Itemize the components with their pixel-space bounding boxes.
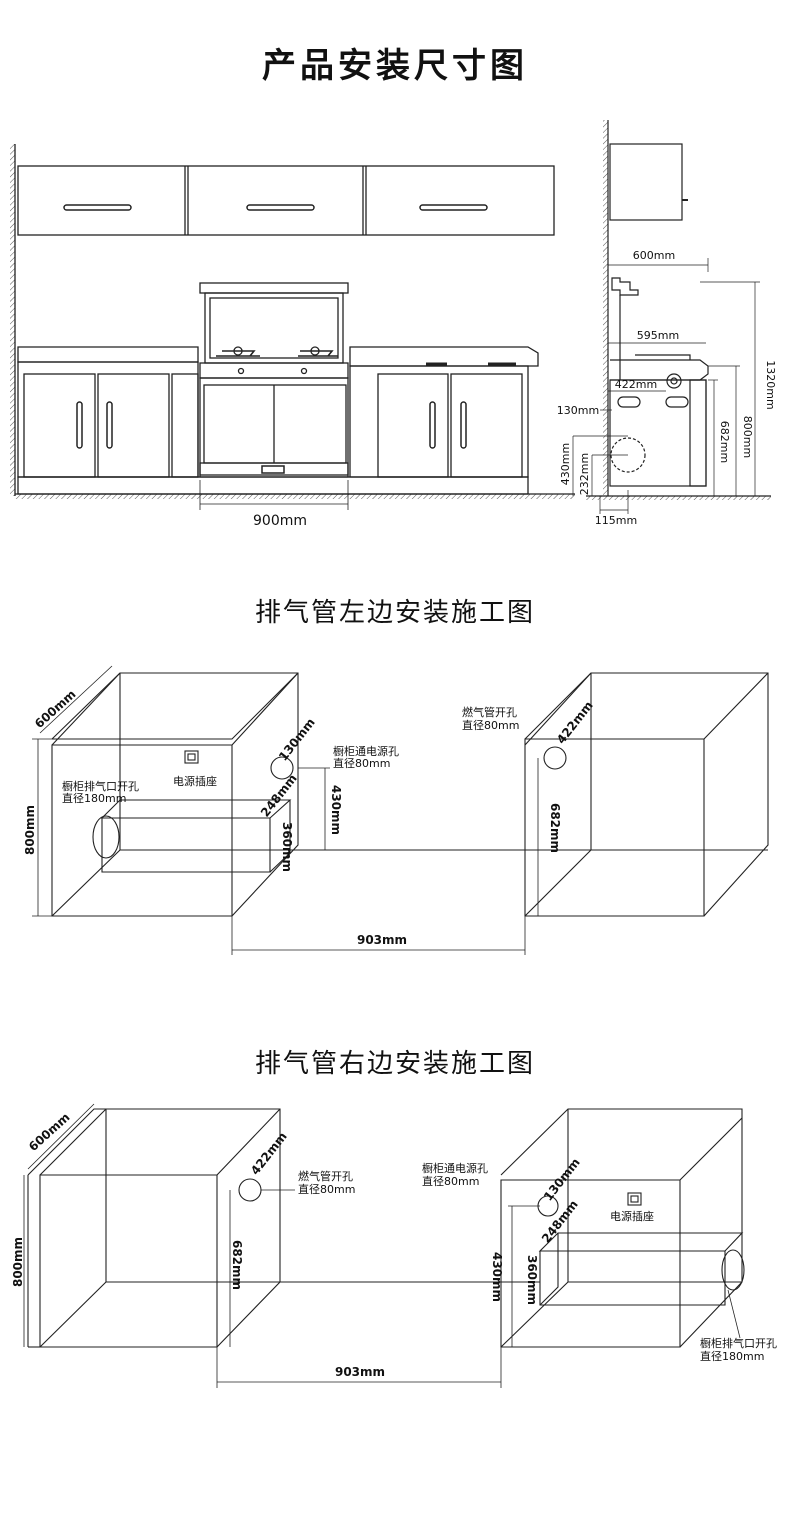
right-dim-682: 682mm <box>230 1240 244 1290</box>
right-power-hole-label: 橱柜通电源孔 <box>422 1161 488 1175</box>
left-exhaust-dia: 直径180mm <box>62 791 126 805</box>
left-section-title: 排气管左边安装施工图 <box>254 598 535 628</box>
right-power-hole-dia: 直径80mm <box>422 1174 479 1188</box>
left-gas-label: 燃气管开孔 <box>462 705 517 719</box>
right-gas-label: 燃气管开孔 <box>298 1169 353 1183</box>
dim-232: 232mm <box>578 453 591 495</box>
left-socket-label: 电源插座 <box>173 774 217 788</box>
dim-430-side: 430mm <box>559 443 572 485</box>
dim-1320: 1320mm <box>764 360 777 409</box>
left-gas-dia: 直径80mm <box>462 718 519 732</box>
left-dim-130: 130mm <box>276 716 318 764</box>
left-dim-903: 903mm <box>357 933 407 947</box>
kitchen-elevation <box>10 144 575 510</box>
right-gas-dia: 直径80mm <box>298 1182 355 1196</box>
right-exhaust-diagram <box>23 1103 745 1388</box>
left-wall <box>10 144 15 496</box>
side-elevation <box>572 120 771 514</box>
left-power-hole-dia: 直径80mm <box>333 756 390 770</box>
left-dim-430: 430mm <box>329 785 343 835</box>
floor <box>15 494 575 499</box>
side-wall <box>603 120 608 496</box>
left-exhaust-label: 橱柜排气口开孔 <box>62 779 139 793</box>
right-dim-248: 248mm <box>539 1198 581 1246</box>
page-title: 产品安装尺寸图 <box>262 46 528 86</box>
dim-800-side: 800mm <box>741 416 754 458</box>
dim-595: 595mm <box>637 329 679 342</box>
right-section-title: 排气管右边安装施工图 <box>254 1049 535 1079</box>
dim-115: 115mm <box>595 514 637 527</box>
upper-cabinets <box>17 165 555 236</box>
dim-422: 422mm <box>615 378 657 391</box>
lower-cabinets-right <box>349 365 529 478</box>
right-exhaust-dia: 直径180mm <box>700 1349 764 1363</box>
left-exhaust-diagram <box>32 665 769 955</box>
left-dim-360: 360mm <box>280 822 294 872</box>
left-dim-800: 800mm <box>23 805 37 855</box>
dim-600: 600mm <box>633 249 675 262</box>
left-power-hole-label: 橱柜通电源孔 <box>333 744 399 758</box>
integrated-stove <box>199 282 349 478</box>
right-dim-360: 360mm <box>525 1255 539 1305</box>
dim-130: 130mm <box>557 404 599 417</box>
right-dim-903: 903mm <box>335 1365 385 1379</box>
lower-cabinets-left <box>17 361 199 478</box>
left-dim-682: 682mm <box>548 803 562 853</box>
right-dim-800: 800mm <box>11 1237 25 1287</box>
right-dim-430: 430mm <box>490 1252 504 1302</box>
right-socket-label: 电源插座 <box>610 1209 654 1223</box>
right-exhaust-label: 橱柜排气口开孔 <box>700 1336 777 1350</box>
dim-682: 682mm <box>718 421 731 463</box>
dim-900: 900mm <box>253 513 307 529</box>
